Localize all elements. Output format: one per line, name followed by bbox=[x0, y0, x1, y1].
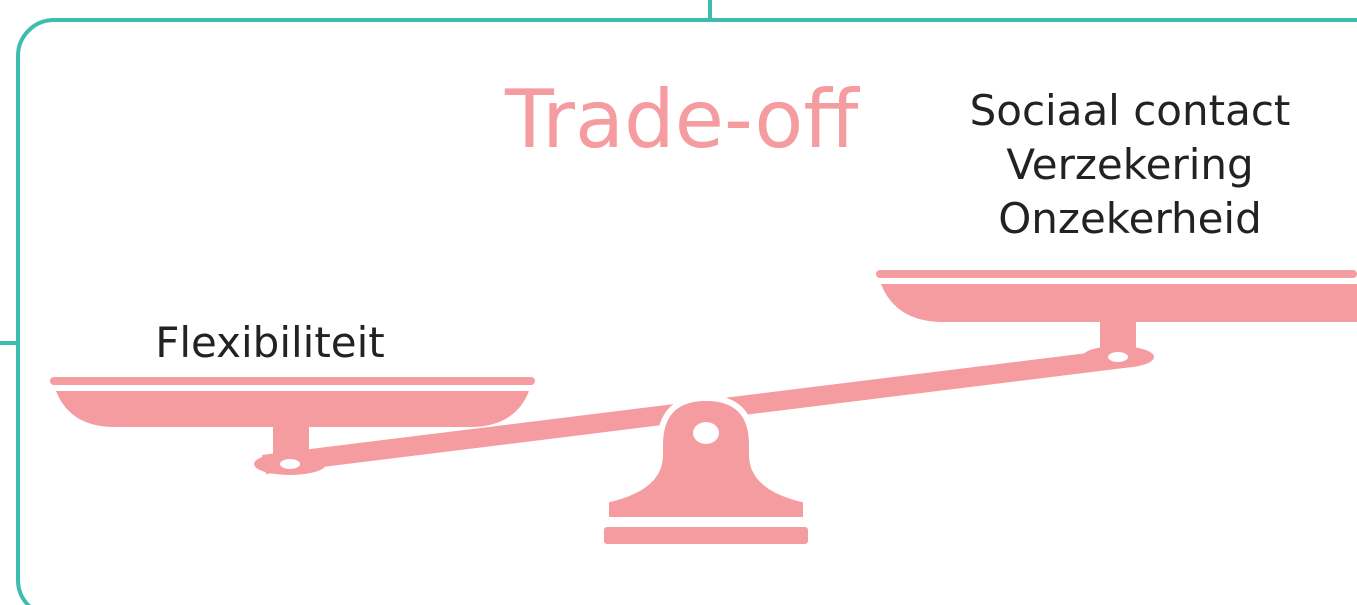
right-pivot-hole bbox=[1108, 352, 1128, 362]
right-side-item: Sociaal contact bbox=[950, 84, 1310, 138]
left-pivot-hole bbox=[280, 459, 300, 469]
left-pan-bowl bbox=[56, 391, 529, 427]
scale-base bbox=[604, 527, 808, 544]
right-side-item: Verzekering bbox=[950, 138, 1310, 192]
right-side-item: Onzekerheid bbox=[950, 192, 1310, 246]
stand-pivot-hole bbox=[693, 422, 719, 444]
right-pan-bowl bbox=[881, 284, 1357, 322]
left-side-label: Flexibiliteit bbox=[120, 316, 420, 370]
right-side-list: Sociaal contact Verzekering Onzekerheid bbox=[950, 84, 1310, 246]
diagram-title: Trade-off bbox=[505, 80, 858, 160]
left-pan-rim bbox=[50, 377, 535, 385]
right-pan-rim bbox=[876, 270, 1357, 278]
